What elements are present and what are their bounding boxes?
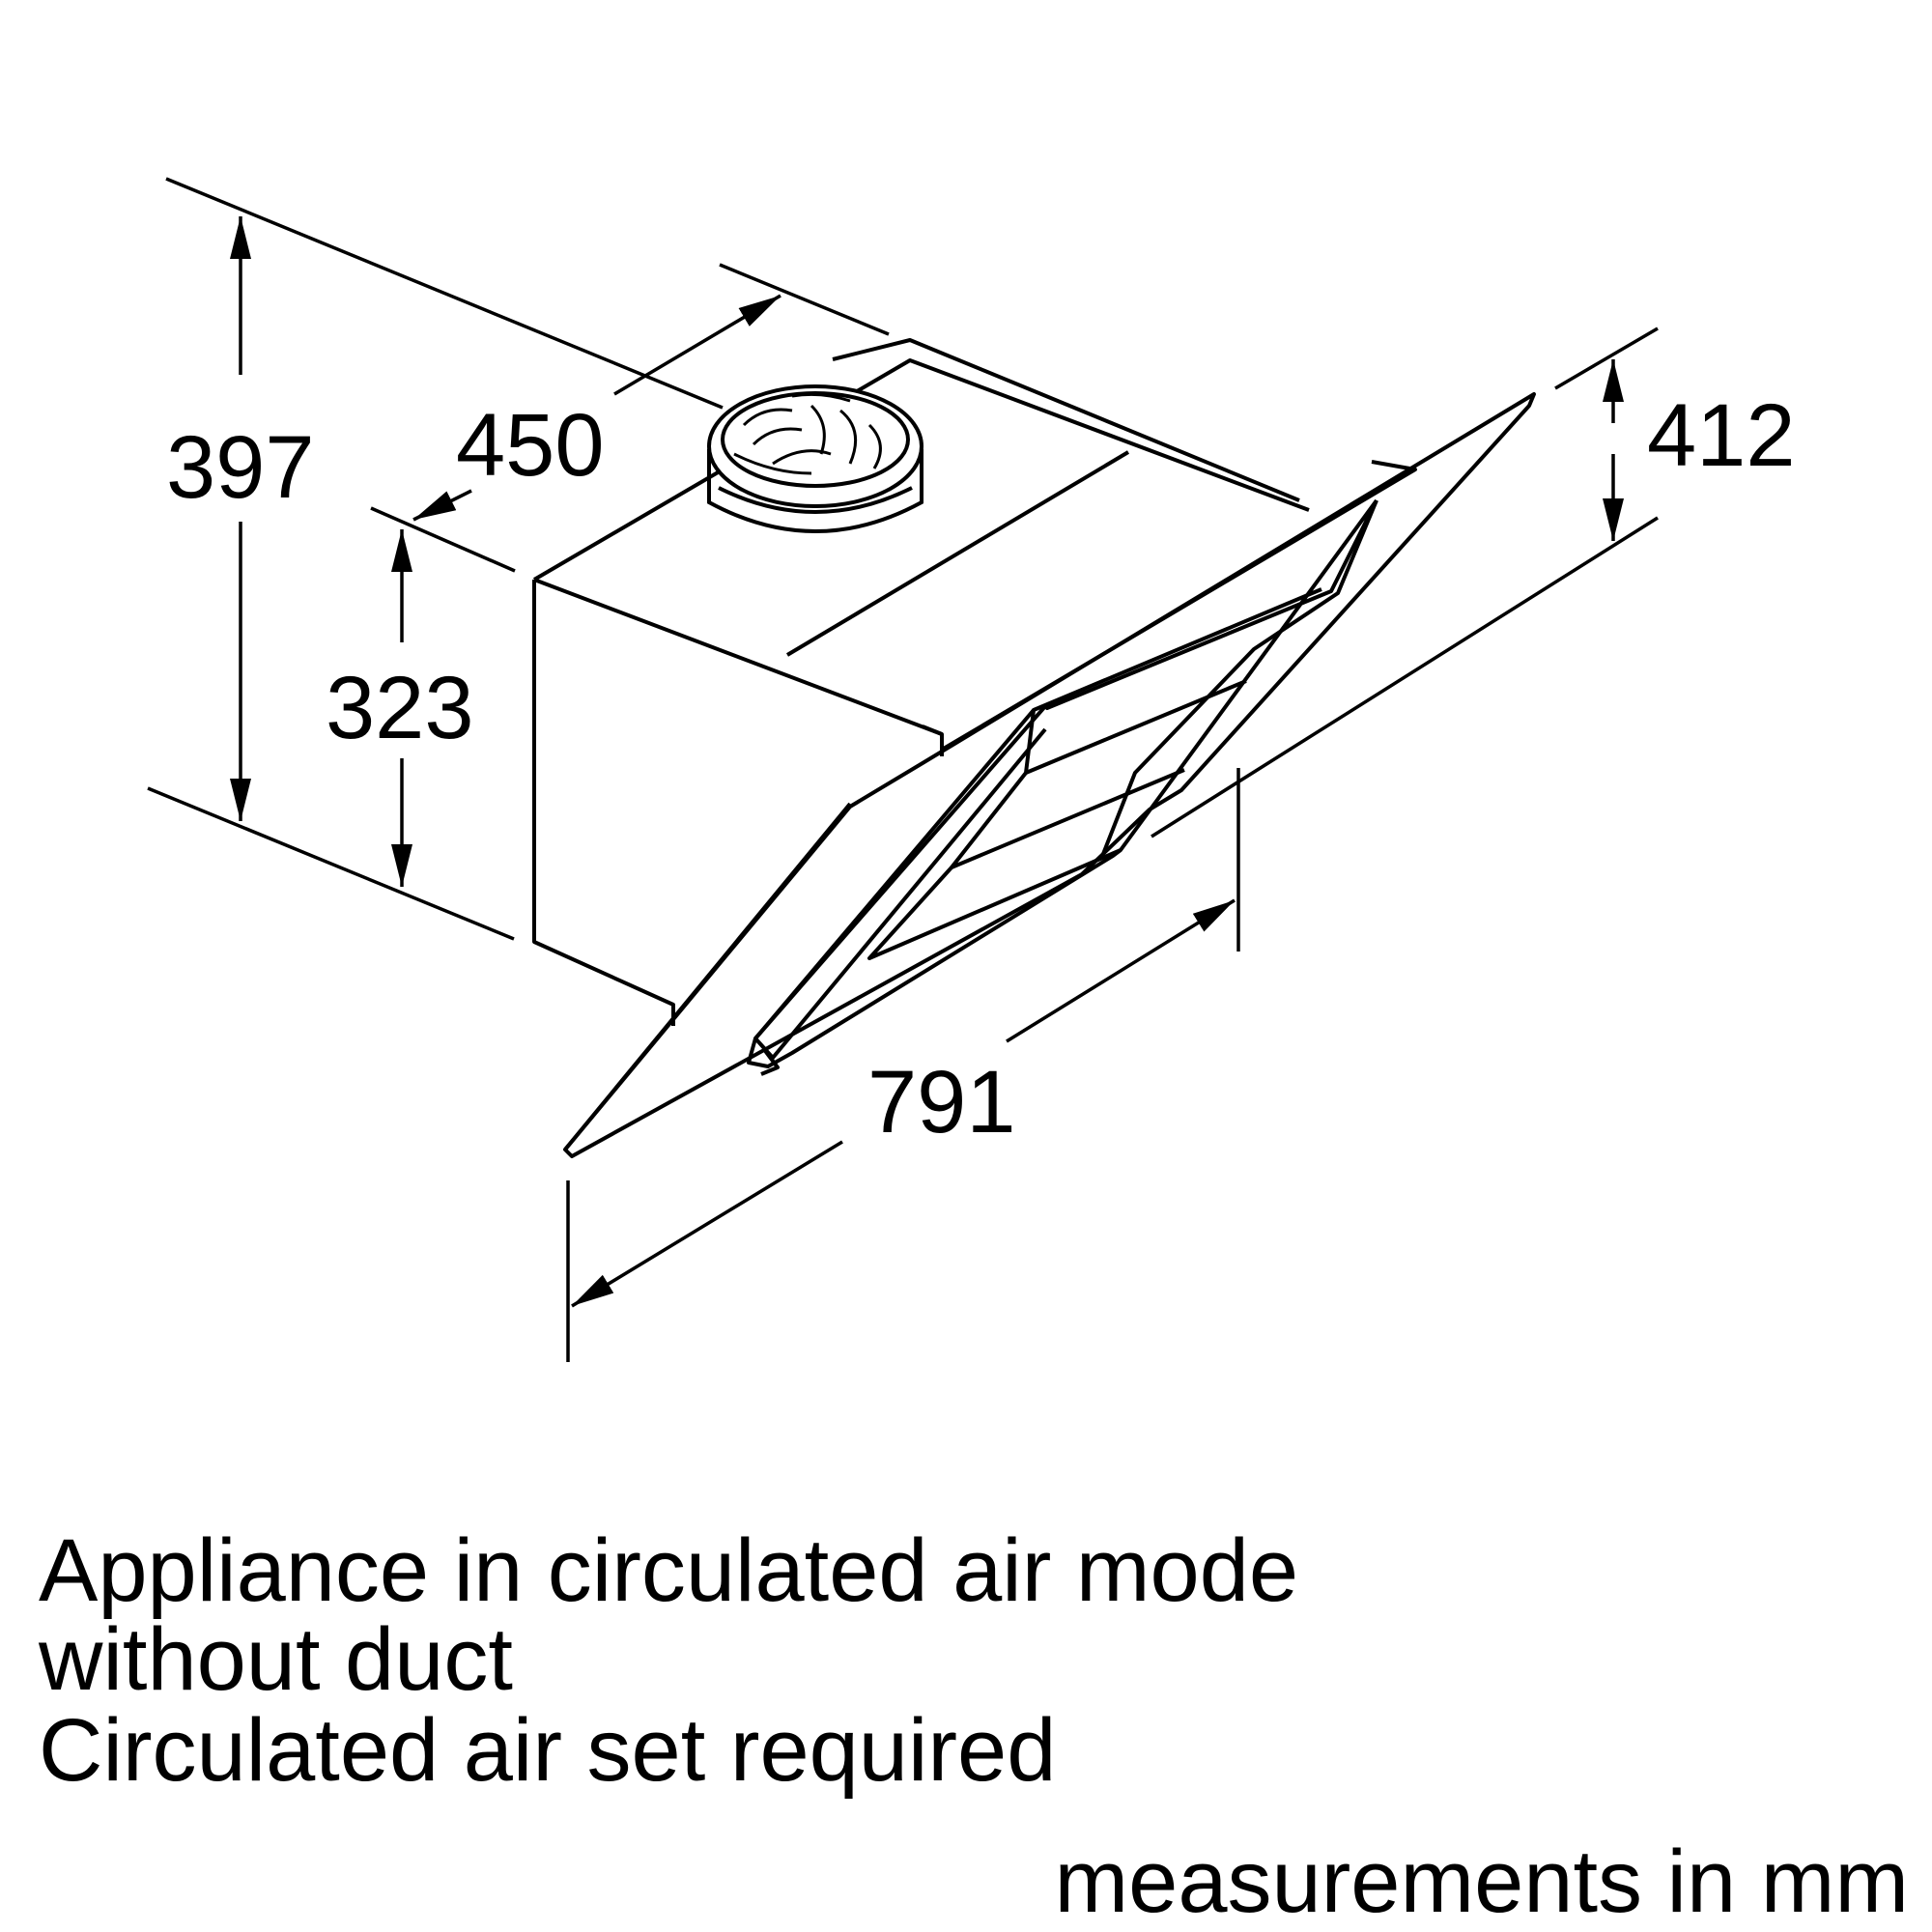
dim-323-label: 323 bbox=[326, 659, 474, 757]
glass-canopy bbox=[563, 392, 1536, 1158]
outlet-blades-icon bbox=[733, 392, 882, 475]
box-top-edge bbox=[532, 358, 1310, 582]
note-mode: Appliance in circulated air mode bbox=[39, 1521, 1299, 1620]
dim-450-upper bbox=[613, 294, 781, 396]
box-top-back bbox=[832, 338, 1300, 502]
ext-line-412-bottom bbox=[1151, 516, 1659, 838]
inner-left-edge bbox=[753, 708, 1047, 1060]
top-panel-seam bbox=[785, 450, 1130, 657]
note-requirement: Circulated air set required bbox=[39, 1701, 1057, 1800]
dim-791-left bbox=[571, 1140, 843, 1308]
ext-line-412-top bbox=[1554, 327, 1659, 390]
dim-791-label: 791 bbox=[867, 1053, 1016, 1151]
dim-450-label: 450 bbox=[456, 396, 605, 495]
dim-397-label: 397 bbox=[166, 418, 315, 517]
ext-line-top bbox=[165, 177, 724, 410]
note-duct: without duct bbox=[39, 1610, 513, 1709]
inner-slot-3 bbox=[867, 848, 1122, 960]
dim-450-lower bbox=[412, 489, 472, 522]
ext-line-bottom bbox=[147, 786, 515, 941]
inner-slot-2 bbox=[950, 768, 1185, 869]
outlet-base bbox=[707, 449, 923, 533]
dim-450 bbox=[370, 263, 890, 573]
outlet-rim bbox=[707, 384, 923, 508]
units-note: measurements in mm bbox=[1054, 1833, 1909, 1931]
box-front-face bbox=[532, 580, 675, 1026]
inner-panel-frame bbox=[1101, 499, 1378, 855]
box-front-rim bbox=[533, 578, 943, 736]
dim-791-right bbox=[1006, 898, 1236, 1043]
inner-notch bbox=[760, 1046, 780, 1076]
dim-397 bbox=[147, 177, 724, 941]
dim-791 bbox=[566, 768, 1240, 1362]
dim-412-label: 412 bbox=[1647, 386, 1796, 485]
glass-outer-left bbox=[563, 802, 852, 1151]
glass-top-ridge bbox=[940, 460, 1417, 752]
glass-outline bbox=[563, 392, 1536, 1158]
outlet-band bbox=[718, 486, 913, 514]
ext-line-front bbox=[370, 506, 516, 573]
inner-panel bbox=[747, 498, 1378, 1068]
inner-slot-1 bbox=[1024, 587, 1322, 775]
air-outlet bbox=[707, 384, 923, 533]
dim-412 bbox=[1151, 327, 1659, 838]
ext-line-back bbox=[719, 263, 890, 336]
